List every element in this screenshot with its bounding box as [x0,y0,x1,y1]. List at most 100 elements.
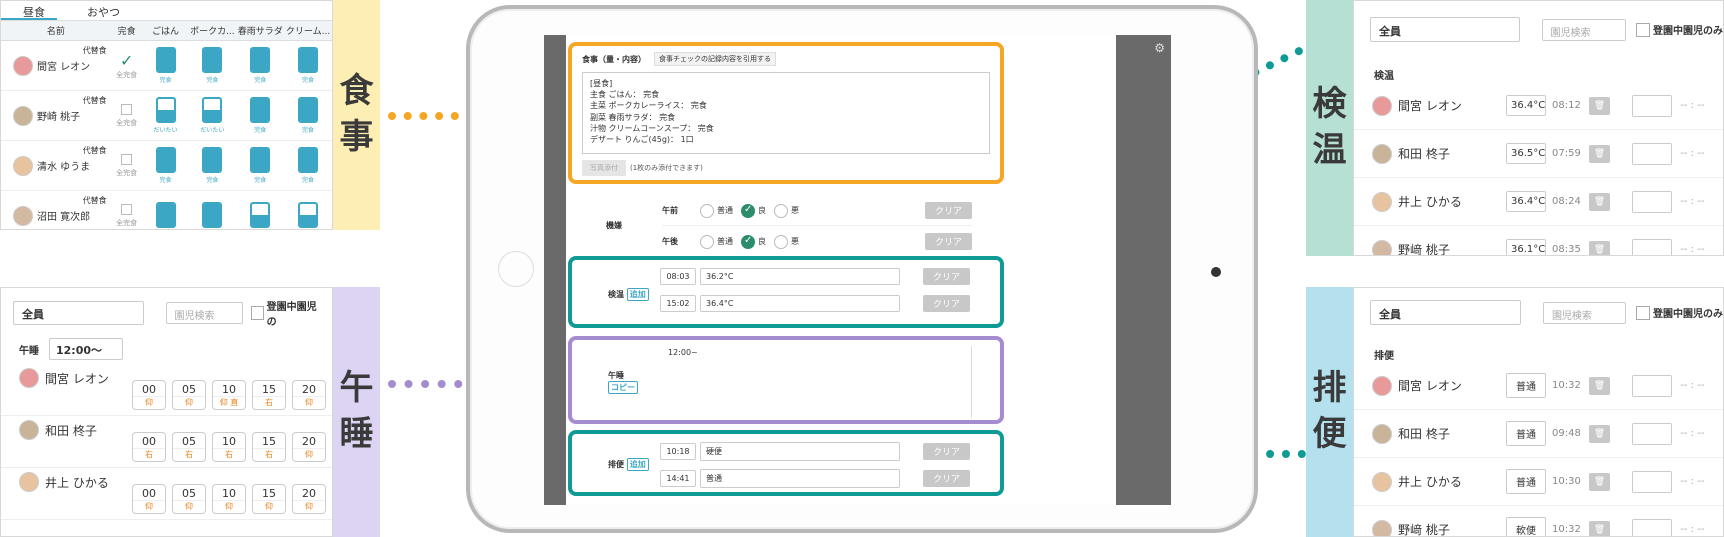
meal-level-cell[interactable] [143,201,189,230]
meal-level-cell[interactable]: 完食 [236,97,284,134]
extra-value-field[interactable] [1632,374,1673,397]
mood-radio[interactable] [741,203,755,218]
mood-clear-button[interactable]: クリア [924,202,972,219]
delete-button[interactable]: 🗑 [1588,192,1611,211]
delete-button[interactable]: 🗑 [1588,520,1611,536]
delete-button[interactable]: 🗑 [1588,96,1611,115]
meal-level-cell[interactable]: 完食 [143,147,189,184]
nap-start-time-field[interactable]: 12:00〜 [49,338,123,360]
meal-level-cell[interactable]: 完食 [236,147,284,184]
record-time-field[interactable]: 14:41 [660,470,696,487]
value-field[interactable]: 軟便 [1506,517,1546,536]
meal-level-cell[interactable]: 完食 [188,47,236,84]
record-time-field[interactable]: 08:03 [660,268,696,285]
complete-checkbox-cell[interactable]: ✓全完食 [111,51,143,80]
child-search-input[interactable]: 園児検索 [165,302,243,324]
stool-add-button[interactable]: 追加 [626,458,649,471]
meal-level-cell[interactable] [236,201,284,230]
meal-level-cell[interactable] [188,201,236,230]
extra-value-field[interactable] [1632,422,1673,445]
meal-level-cell[interactable]: 完食 [236,47,284,84]
meal-level-cell[interactable]: 完食 [284,47,332,84]
meal-level-cell[interactable]: 完食 [284,147,332,184]
value-field[interactable]: 36.4°C [1506,95,1546,116]
record-time-field[interactable]: 15:02 [660,295,696,312]
stool-search-input[interactable]: 園児検索 [1542,301,1627,324]
delete-button[interactable]: 🗑 [1588,376,1611,395]
value-field[interactable]: 普通 [1506,373,1546,398]
complete-checkbox-cell[interactable]: 全完食 [111,153,143,178]
record-time-field[interactable]: 10:18 [660,443,696,460]
meal-level-cell[interactable]: だいたい [188,97,236,134]
delete-button[interactable]: 🗑 [1588,472,1611,491]
record-clear-button[interactable]: クリア [922,268,970,285]
record-clear-button[interactable]: クリア [922,470,970,487]
extra-value-field[interactable] [1632,190,1673,213]
extra-value-field[interactable] [1632,94,1673,117]
value-field[interactable]: 普通 [1506,421,1546,446]
mood-clear-button[interactable]: クリア [924,233,972,250]
record-value-field[interactable]: 硬便 [700,442,900,461]
extra-value-field[interactable] [1632,518,1673,536]
delete-button[interactable]: 🗑 [1588,424,1611,443]
extra-value-field[interactable] [1632,238,1673,255]
meal-level-cell[interactable]: 完食 [188,147,236,184]
mood-radio[interactable] [700,234,714,249]
record-value-field[interactable]: 普通 [700,469,900,488]
temp-add-button[interactable]: 追加 [626,288,649,301]
complete-checkbox-cell[interactable]: 全完食 [111,103,143,128]
mood-radio[interactable] [700,203,714,218]
value-field[interactable]: 36.1°C [1506,239,1546,255]
value-field[interactable]: 36.5°C [1506,143,1546,164]
record-clear-button[interactable]: クリア [922,443,970,460]
extra-value-field[interactable] [1632,470,1673,493]
record-clear-button[interactable]: クリア [922,295,970,312]
mood-radio[interactable] [774,203,788,218]
settings-icon[interactable]: ⚙ [1154,41,1165,55]
photo-attach-button[interactable]: 写真添付 [582,160,626,176]
record-value-field[interactable]: 36.2°C [700,268,900,285]
tab-lunch[interactable]: 昼食 [1,1,57,20]
complete-checkbox-cell[interactable]: 全完食 [111,203,143,228]
extra-value-field[interactable] [1632,142,1673,165]
nap-copy-button[interactable]: コピー [608,381,638,394]
value-field[interactable]: 普通 [1506,469,1546,494]
stool-group-select[interactable]: 全員 [1370,300,1521,325]
mood-radio[interactable] [741,234,755,249]
value-field[interactable]: 36.4°C [1506,191,1546,212]
temp-search-input[interactable]: 園児検索 [1541,18,1627,41]
tablet-home-button[interactable] [498,251,534,287]
temp-group-select[interactable]: 全員 [1370,17,1520,42]
meal-level-cell[interactable]: 完食 [143,47,189,84]
group-select[interactable]: 全員 [13,301,144,325]
meal-level-cell[interactable] [284,201,332,230]
meal-text-area[interactable]: [昼食]主食 ごはん： 完食主菜 ポークカレーライス： 完食副菜 春雨サラダ： … [582,72,990,154]
nap-text-area[interactable]: 12:00~ [664,346,972,418]
stool-attendance-checkbox[interactable] [1636,305,1650,320]
delete-button[interactable]: 🗑 [1588,240,1611,255]
attendance-checkbox[interactable] [250,306,264,320]
temp-attendance-checkbox[interactable] [1636,22,1651,37]
meal-level-cell[interactable]: 完食 [284,97,332,134]
delete-button[interactable]: 🗑 [1588,144,1611,163]
tab-snack[interactable]: おやつ [87,6,120,19]
record-value-field[interactable]: 36.4°C [700,295,900,312]
meal-quote-button[interactable]: 食事チェックの記録内容を引用する [654,52,776,66]
mood-radio[interactable] [774,234,788,249]
meal-level-cell[interactable]: だいたい [143,97,189,134]
